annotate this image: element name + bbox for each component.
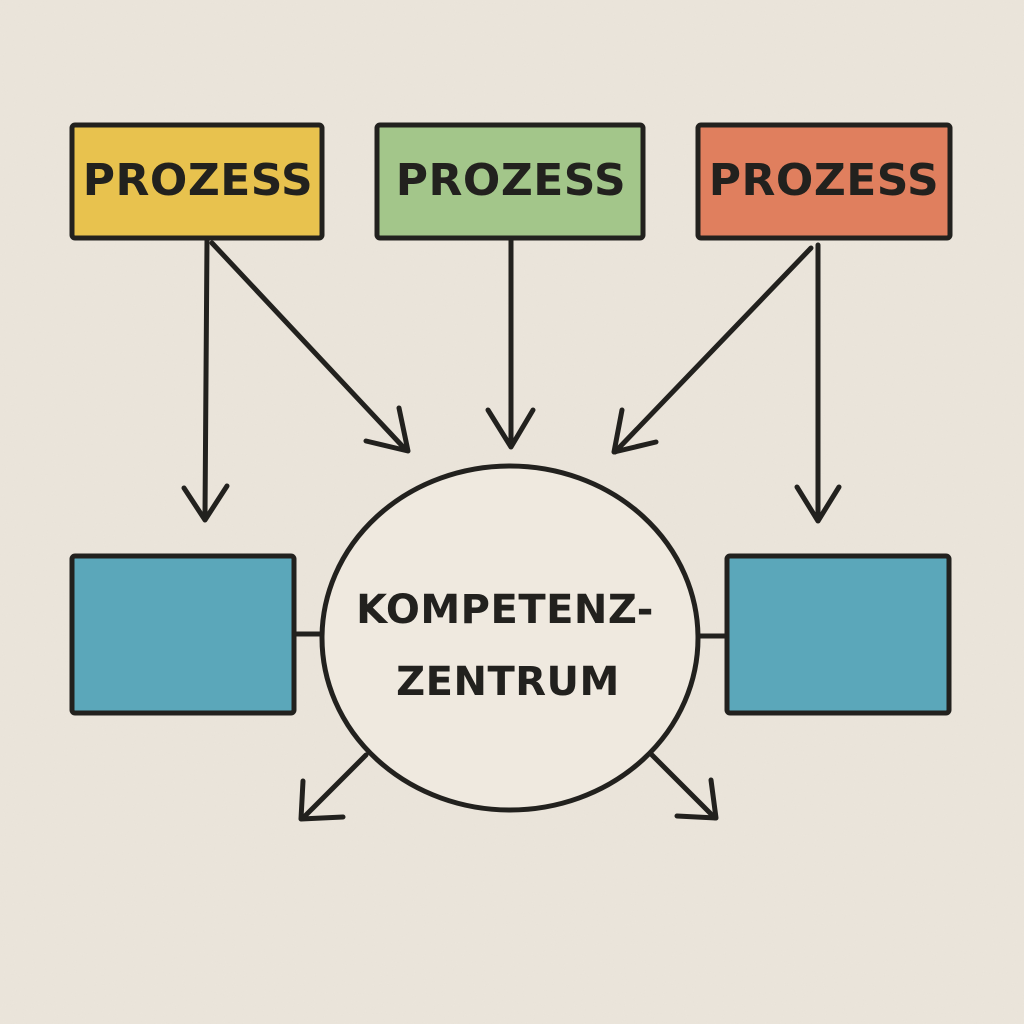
process-box-1-label: PROZESS: [83, 155, 313, 206]
arrowhead-left-box: [181, 483, 230, 523]
competence-center-circle: [319, 463, 701, 813]
competence-center-label-line1: KOMPETENZ-: [356, 587, 654, 633]
process-box-2-rect: [374, 122, 646, 241]
arrowhead-hub-left: [363, 405, 411, 454]
arrowhead-hub-right: [611, 407, 659, 455]
process-box-2-label: PROZESS: [396, 155, 626, 206]
arrow-right-process-to-hub: [612, 245, 814, 455]
arrowhead-hub-middle: [485, 407, 536, 450]
arrowhead-out-left: [298, 778, 346, 822]
side-box-left: [69, 553, 297, 716]
arrowhead-right-box: [794, 484, 842, 524]
process-box-3-label: PROZESS: [709, 155, 939, 206]
process-box-1: PROZESS: [69, 122, 325, 241]
side-box-right: [724, 553, 952, 716]
process-box-2: PROZESS: [374, 122, 646, 241]
arrowhead-out-right: [674, 777, 719, 821]
arrow-left-process-to-hub: [209, 240, 409, 453]
arrow-left-process-to-left-box: [202, 237, 210, 518]
competence-center: KOMPETENZ- ZENTRUM: [319, 463, 701, 813]
competence-center-label-line2: ZENTRUM: [396, 659, 620, 705]
process-box-1-rect: [69, 122, 325, 241]
arrow-hub-out-left: [300, 752, 369, 821]
arrow-hub-out-right: [649, 752, 718, 821]
process-box-3-rect: [695, 122, 953, 241]
connector-arrows: [181, 237, 842, 822]
process-box-3: PROZESS: [695, 122, 953, 241]
